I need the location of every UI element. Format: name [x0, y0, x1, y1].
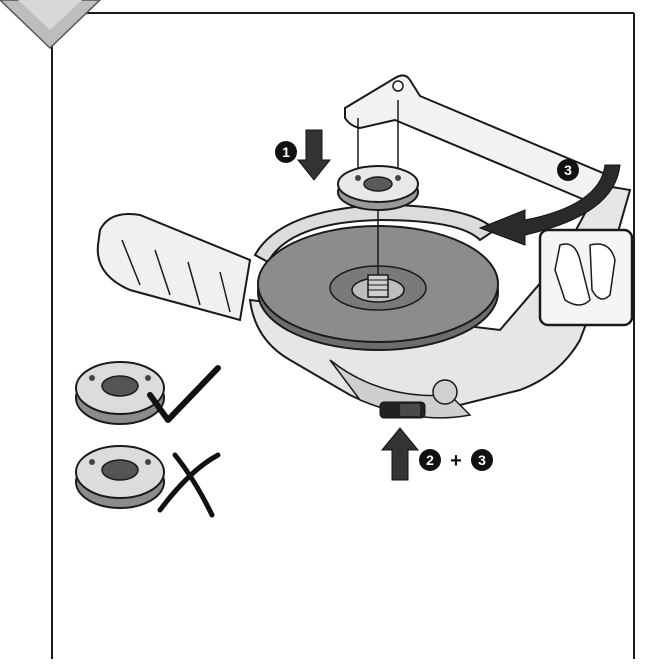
up-arrow-icon — [380, 427, 420, 481]
step-1-label: 1 — [282, 144, 290, 160]
detail-inset — [538, 228, 634, 327]
grinder-body — [248, 183, 632, 419]
step-1-marker: 1 — [275, 141, 297, 163]
clamping-nut — [337, 165, 419, 211]
nut-correct — [75, 361, 165, 425]
frame — [51, 12, 635, 659]
x-mark-icon — [157, 452, 221, 518]
curved-arrow-icon — [478, 164, 621, 246]
down-arrow-icon — [296, 129, 332, 181]
step-3-marker: 3 — [557, 159, 579, 181]
nut-incorrect — [75, 445, 165, 509]
step-3b-label: 3 — [478, 452, 486, 468]
step-2-3-marker: 2 + 3 — [419, 449, 493, 472]
step-2-label: 2 — [426, 452, 434, 468]
step-3-label: 3 — [564, 162, 572, 178]
checkmark-icon — [147, 365, 221, 423]
auxiliary-handle — [96, 213, 252, 322]
down-arrow-chevron-icon — [0, 0, 102, 50]
step-plus-label: + — [450, 450, 462, 472]
grinding-disc — [257, 200, 499, 351]
